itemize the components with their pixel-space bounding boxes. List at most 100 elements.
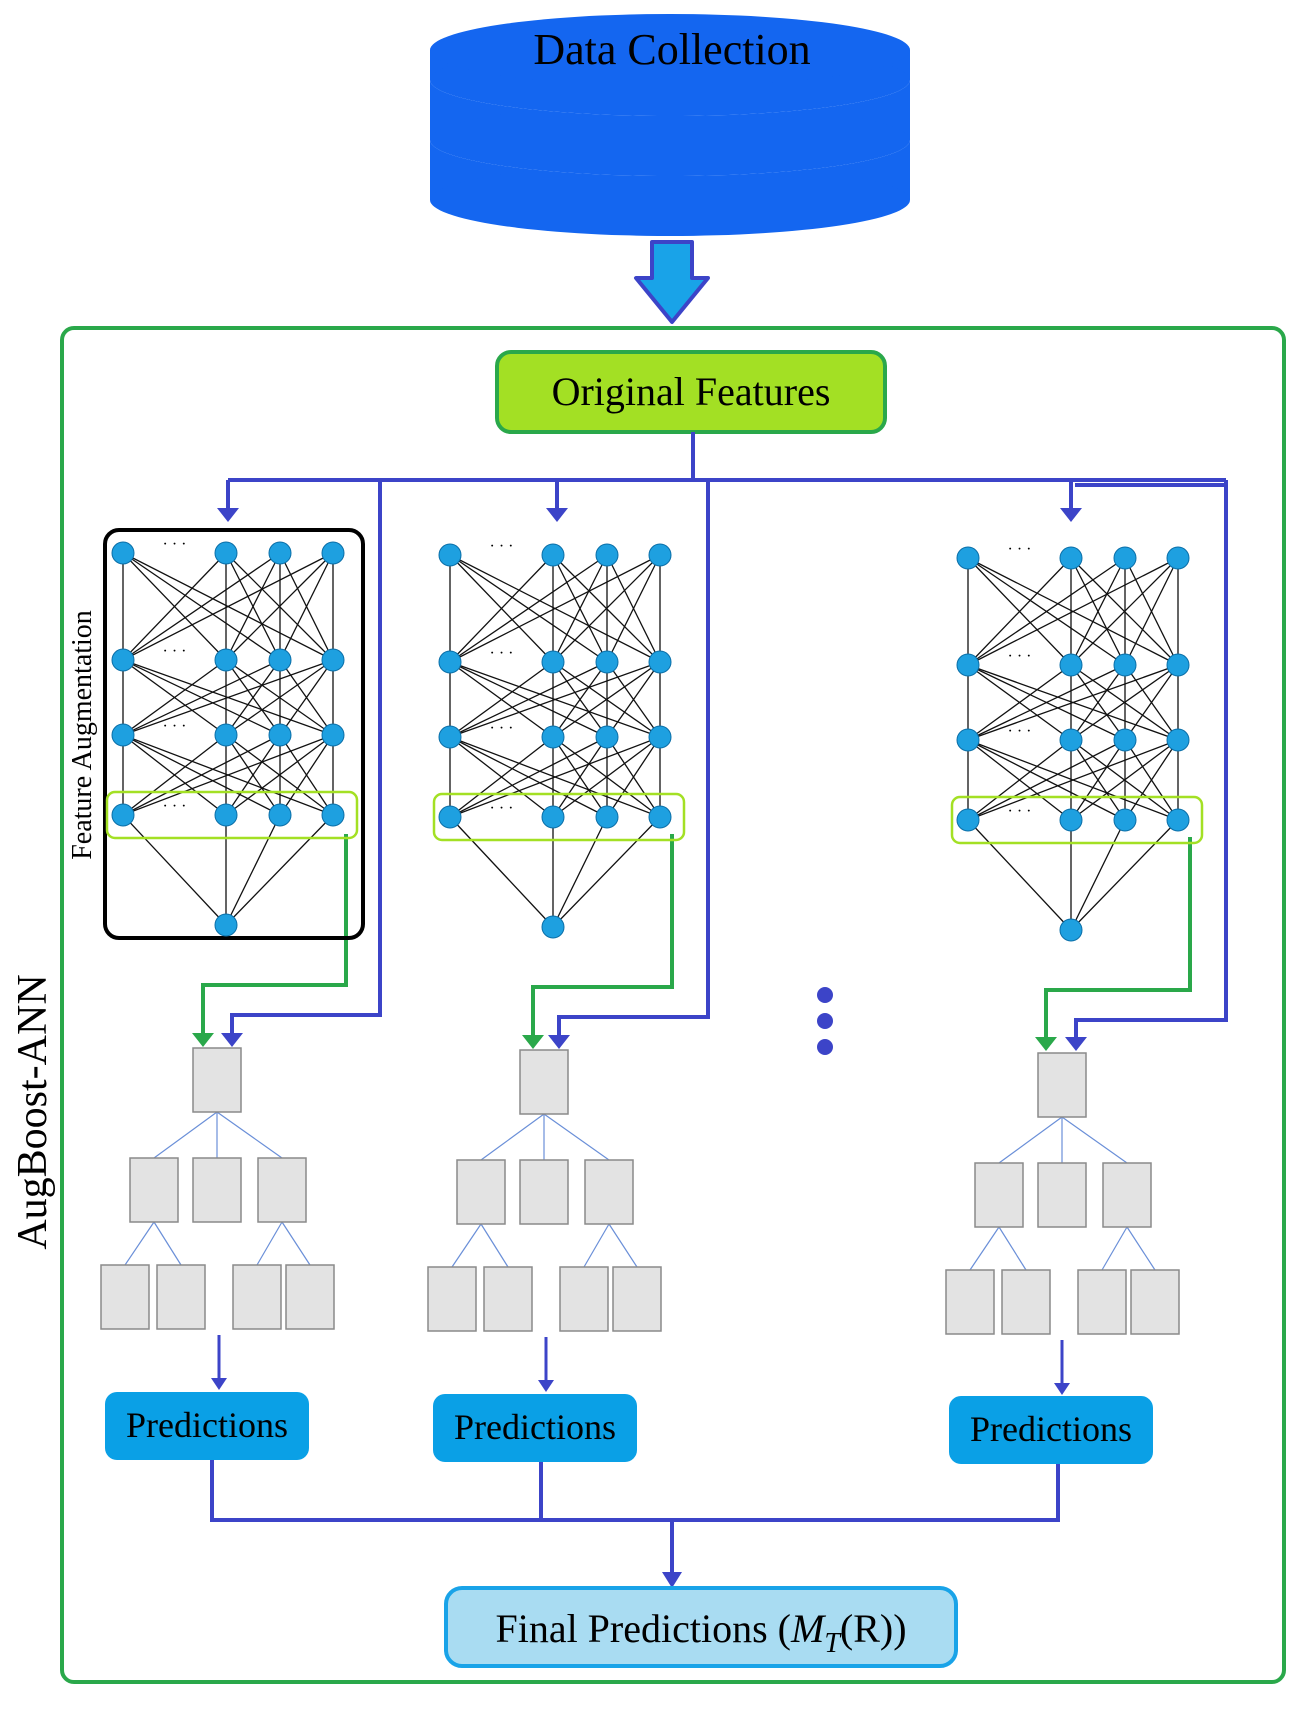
nn-edge [122, 659, 227, 736]
tree-edge [153, 1221, 182, 1266]
tree-edge [153, 1111, 218, 1159]
nn-edge [606, 661, 661, 738]
feature-augmentation-label: Feature Augmentation [67, 610, 98, 860]
augmented-feature-lines [201, 834, 1192, 1044]
nn-edge [1070, 557, 1179, 666]
augmented-layer-highlight [105, 790, 359, 840]
nn-node [1166, 546, 1190, 570]
tree-edge [1126, 1226, 1156, 1271]
nn-edge [279, 734, 334, 816]
nn-node [648, 805, 672, 829]
nn-edge [967, 739, 1179, 821]
nn-node [214, 723, 238, 747]
nn-edge [606, 736, 661, 818]
nn-edge [552, 816, 608, 928]
tree-edge [998, 1226, 1027, 1271]
nn-edge [606, 554, 661, 663]
decision-tree-1 [100, 1047, 335, 1330]
nn-edge [552, 736, 608, 818]
nn-edge [279, 659, 334, 736]
nn-edge [967, 664, 1072, 741]
nn-node [595, 650, 619, 674]
nn-node [956, 728, 980, 752]
tree-edge [969, 1226, 1000, 1271]
predictions-label-1: Predictions [126, 1405, 288, 1445]
tree-node [129, 1157, 179, 1223]
nn-node [1059, 728, 1083, 752]
nn-edge [449, 736, 608, 818]
nn-node [438, 805, 462, 829]
nn-ellipsis: · · · [1008, 723, 1032, 740]
nn-edge [449, 661, 661, 738]
nn-edge [967, 739, 1072, 821]
nn-ellipsis: · · · [163, 536, 187, 553]
nn-node [321, 723, 345, 747]
tree-leaf-node [156, 1264, 206, 1330]
nn-edge [552, 661, 608, 738]
predictions-box-3 [949, 1396, 1153, 1464]
nn-edge [122, 814, 227, 926]
nn-node [111, 541, 135, 565]
nn-ellipsis: · · · [490, 645, 514, 662]
nn-edge [1124, 739, 1179, 821]
augmented-layer-highlight [950, 795, 1204, 845]
nn-edge [1070, 819, 1179, 931]
original-features-label: Original Features [552, 369, 831, 414]
tree-leaf-node [1077, 1269, 1127, 1335]
tree-node [257, 1157, 307, 1223]
nn-edge [967, 819, 1072, 931]
nn-ellipsis: · · · [1008, 803, 1032, 820]
nn-node [1166, 728, 1190, 752]
feature-flow-lines [226, 432, 1228, 1044]
nn-edge [449, 661, 554, 738]
nn-node [648, 543, 672, 567]
tree-leaf-node [100, 1264, 150, 1330]
augmented-layer-highlight [432, 792, 686, 842]
nn-node [111, 723, 135, 747]
nn-edge [449, 554, 554, 663]
nn-edge [1070, 557, 1126, 666]
nn-edge [449, 736, 661, 818]
nn-edge [225, 659, 334, 736]
nn-node [268, 648, 292, 672]
tree-edge [480, 1223, 509, 1268]
nn-node [1059, 546, 1083, 570]
nn-edge [225, 552, 281, 661]
nn-node [1113, 808, 1137, 832]
nn-node [1166, 808, 1190, 832]
predictions-label-3: Predictions [970, 1409, 1132, 1449]
nn-output-node [214, 913, 238, 937]
nn-ellipsis: · · · [163, 798, 187, 815]
nn-edge [967, 739, 1126, 821]
nn-edge [552, 661, 661, 738]
nn-edge [449, 554, 661, 663]
nn-node [1059, 808, 1083, 832]
tree-edge [281, 1221, 311, 1266]
tree-edge [124, 1221, 155, 1266]
nn-ellipsis: · · · [490, 720, 514, 737]
data-collection-title: Data Collection [533, 25, 810, 74]
nn-edge [967, 664, 1126, 741]
tree-leaf-node [612, 1266, 662, 1332]
nn-edge [967, 557, 1072, 666]
nn-ellipsis: · · · [163, 643, 187, 660]
decision-tree-2 [427, 1049, 662, 1332]
nn-ellipsis: · · · [490, 800, 514, 817]
nn-edge [449, 736, 554, 818]
neural-networks: · · · · · · · · · · · · · · · · · · · · · · · ·… [105, 536, 1204, 942]
tree-leaf-node [1001, 1269, 1051, 1335]
nn-node [595, 805, 619, 829]
tree-node [519, 1159, 569, 1225]
nn-node [541, 650, 565, 674]
tree-to-prediction-arrows [217, 1335, 1064, 1387]
nn-edge [122, 734, 227, 816]
nn-edge [967, 664, 1179, 741]
nn-ellipsis: · · · [1008, 541, 1032, 558]
down-arrow-icon [634, 240, 710, 324]
nn-ellipsis: · · · [490, 538, 514, 555]
decision-trees [100, 1047, 1180, 1335]
tree-leaf-node [427, 1266, 477, 1332]
nn-edge [122, 734, 334, 816]
nn-node [268, 723, 292, 747]
tree-edge [543, 1113, 610, 1161]
